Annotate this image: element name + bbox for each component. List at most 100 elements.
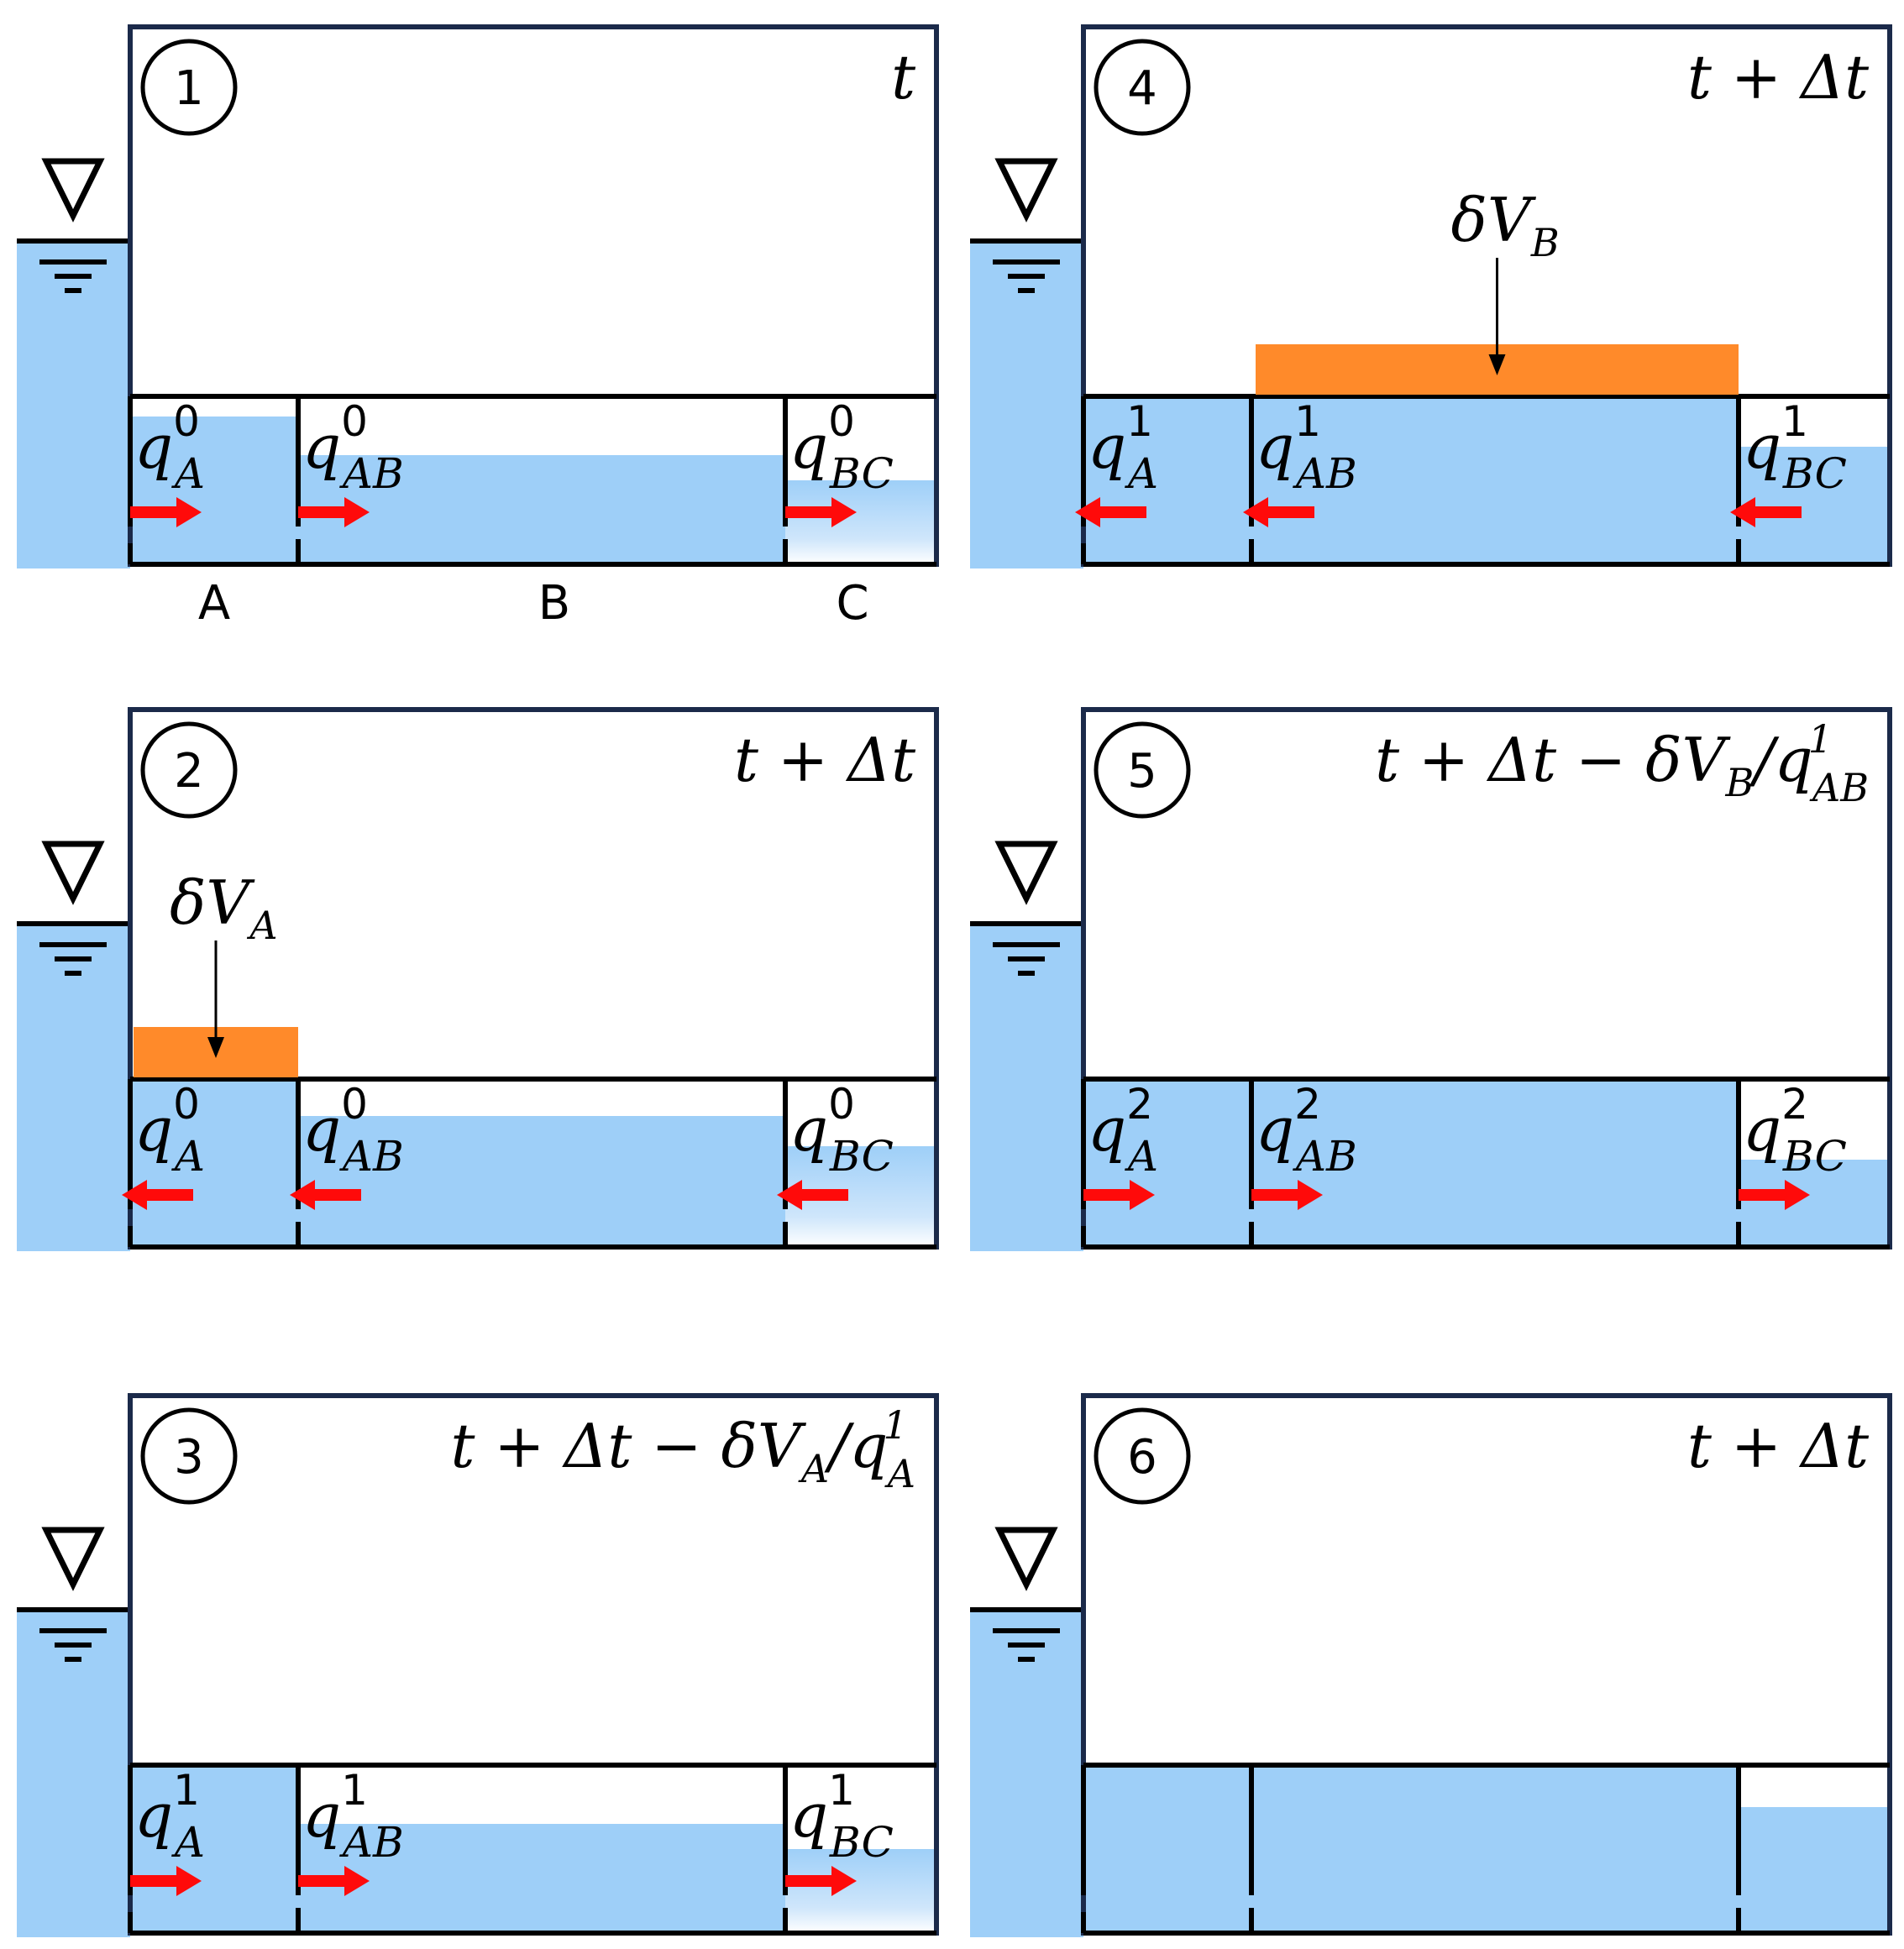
cell-B-water xyxy=(1251,396,1739,564)
flow-arrow-AB xyxy=(290,1180,361,1210)
flow-arrow-A xyxy=(1083,1180,1155,1210)
flow-base: q xyxy=(134,1094,173,1165)
flow-base: q xyxy=(789,1780,828,1851)
cell-A-water xyxy=(1083,1079,1251,1247)
flow-sup: 2 xyxy=(1126,1080,1153,1129)
reservoir-water xyxy=(17,1610,130,1937)
time-sub2: A xyxy=(884,1451,915,1496)
flow-arrow-A xyxy=(1075,497,1146,527)
inflow-base: δV xyxy=(1451,185,1537,255)
time-sup: 1 xyxy=(883,1402,907,1448)
cell-C-water xyxy=(785,480,936,564)
time-sup: 1 xyxy=(1808,716,1833,762)
flow-arrow-AB xyxy=(298,497,370,527)
panel-number: 5 xyxy=(1127,744,1157,799)
flow-base: q xyxy=(1256,1094,1294,1165)
cell-B-water xyxy=(298,455,785,564)
cell-A-water xyxy=(1083,1765,1251,1933)
water-level-symbol xyxy=(994,1527,1058,1591)
cell-B-water xyxy=(1251,1079,1739,1247)
flow-base: q xyxy=(1088,1094,1126,1165)
time-main: t + Δt − δV xyxy=(450,1411,806,1481)
water-level-symbol xyxy=(994,158,1058,223)
flow-sup: 1 xyxy=(828,1766,855,1815)
flow-sup: 2 xyxy=(1294,1080,1321,1129)
flow-sub: AB xyxy=(339,1132,404,1181)
flow-sub: BC xyxy=(829,1818,894,1867)
flow-base: q xyxy=(1743,1094,1781,1165)
flow-base: q xyxy=(1743,411,1781,482)
flow-sub: A xyxy=(171,449,205,498)
flow-base: q xyxy=(302,1780,341,1851)
cell-B-water xyxy=(1251,1765,1739,1933)
inflow-base: δV xyxy=(170,867,255,938)
flow-sup: 0 xyxy=(173,397,200,446)
inflow-arrow-head xyxy=(1488,354,1506,375)
flow-base: q xyxy=(789,1094,828,1165)
flow-arrow-BC xyxy=(785,1866,857,1896)
flow-base: q xyxy=(789,411,828,482)
flow-base: q xyxy=(302,1094,341,1165)
panel-number: 2 xyxy=(174,744,204,799)
time-label: t + Δt xyxy=(1687,1411,1870,1481)
time-main: t + Δt − δV xyxy=(1375,725,1731,795)
flow-base: q xyxy=(134,411,173,482)
flow-base: q xyxy=(1088,411,1126,482)
cell-name-B: B xyxy=(538,576,570,631)
flow-arrow-BC xyxy=(1739,1180,1810,1210)
panel-number-circle xyxy=(1094,39,1191,136)
inflow-label: δVB xyxy=(1451,185,1560,265)
cell-A-water xyxy=(1083,396,1251,564)
time-sub2: AB xyxy=(1809,765,1869,810)
flow-sup: 1 xyxy=(1126,397,1153,446)
time-label: t + Δt xyxy=(734,725,916,795)
flow-sup: 1 xyxy=(1294,397,1321,446)
inflow-arrow-head xyxy=(207,1037,224,1058)
cell-A-water xyxy=(130,1765,298,1933)
flow-sup: 0 xyxy=(173,1080,200,1129)
time-label: t xyxy=(891,42,916,113)
flow-base: q xyxy=(1256,411,1294,482)
flow-sub: BC xyxy=(1782,1132,1847,1181)
flow-sup: 0 xyxy=(828,397,855,446)
water-level-symbol xyxy=(41,841,105,905)
flow-sup: 0 xyxy=(828,1080,855,1129)
flow-sup: 0 xyxy=(341,397,368,446)
water-level-symbol xyxy=(41,1527,105,1591)
flow-sub: AB xyxy=(339,1818,404,1867)
flow-arrow-AB xyxy=(298,1866,370,1896)
cell-name-C: C xyxy=(836,576,868,631)
inflow-label: δVA xyxy=(170,867,278,948)
cell-C-water xyxy=(785,1849,936,1933)
time-sub: B xyxy=(1725,760,1755,805)
cell-B-water xyxy=(298,1116,785,1247)
time-slash: /q xyxy=(1749,725,1812,795)
flow-sub: A xyxy=(1125,449,1158,498)
reservoir-water xyxy=(970,241,1083,568)
flow-sub: A xyxy=(171,1818,205,1867)
flow-sub: AB xyxy=(339,449,404,498)
reservoir-water xyxy=(970,924,1083,1251)
panel-number: 4 xyxy=(1127,61,1157,116)
flow-sub: AB xyxy=(1293,449,1357,498)
reservoir-water xyxy=(970,1610,1083,1937)
panel-number: 1 xyxy=(174,61,204,116)
cell-A-water xyxy=(130,417,298,564)
flow-arrow-AB xyxy=(1243,497,1314,527)
flow-arrow-A xyxy=(130,1866,202,1896)
